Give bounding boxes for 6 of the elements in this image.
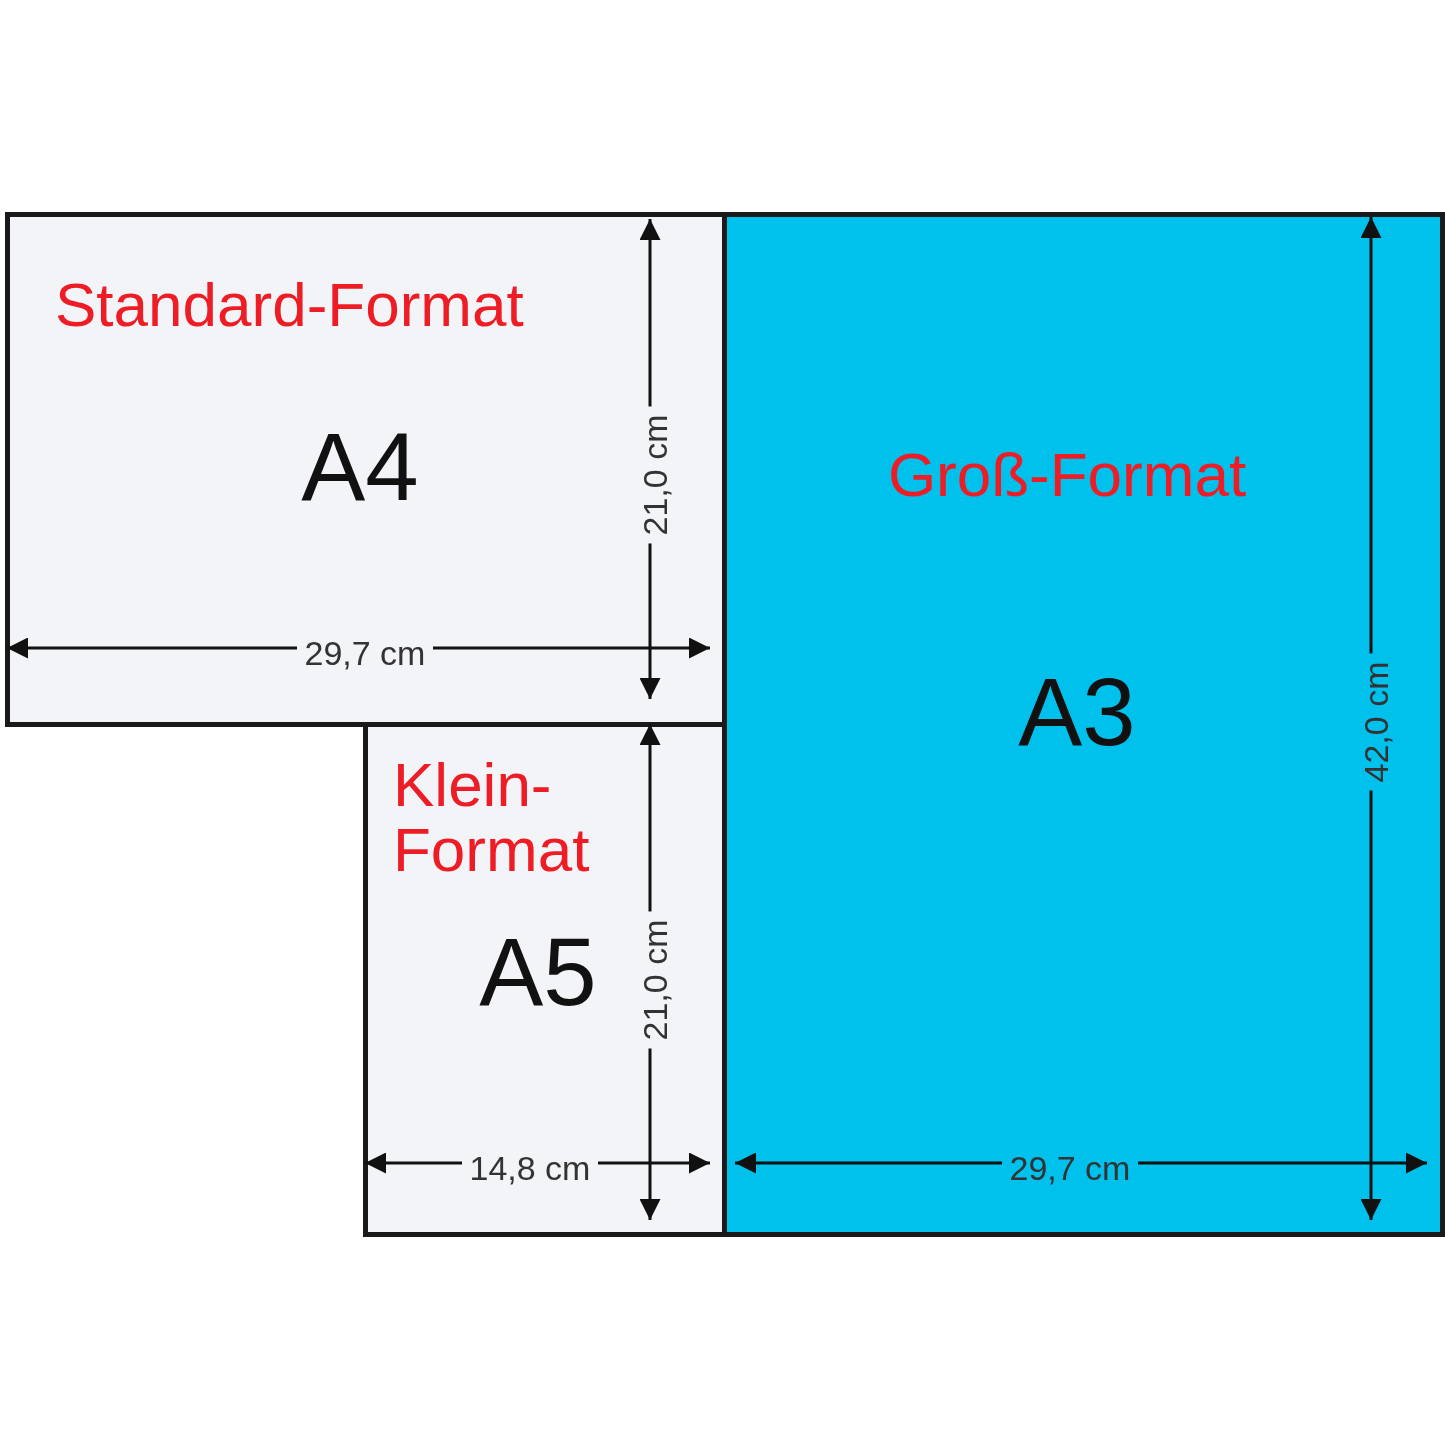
format-size-label: A5	[478, 922, 598, 1023]
format-size-label: A3	[1017, 662, 1137, 763]
format-title: Standard-Format	[55, 272, 525, 338]
format-title: Klein-Format	[393, 752, 591, 883]
format-size-label: A4	[300, 417, 420, 518]
format-title: Groß-Format	[886, 442, 1248, 508]
